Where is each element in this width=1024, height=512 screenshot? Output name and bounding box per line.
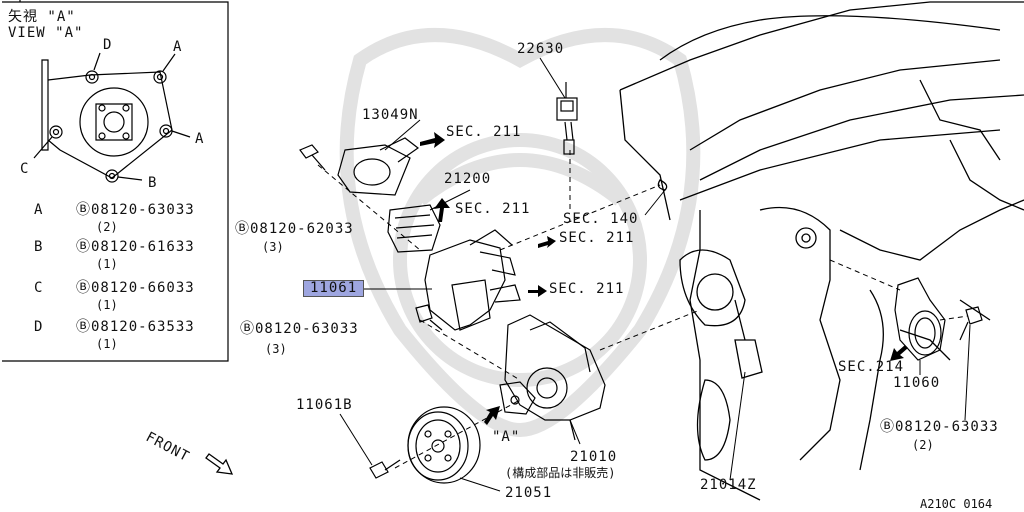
engine-block xyxy=(619,1,1024,501)
legend-part: Ⓑ08120-63033 xyxy=(76,202,195,218)
front-arrow xyxy=(205,453,234,475)
view-title-jp: 矢視 "A" xyxy=(8,9,76,25)
view-title-en: VIEW "A" xyxy=(8,25,84,41)
legend-qty: (1) xyxy=(96,298,118,312)
legend-key: A xyxy=(34,202,44,218)
part-21010[interactable]: 21010 xyxy=(570,449,618,465)
sec-211-a[interactable]: SEC. 211 xyxy=(446,124,522,140)
part-21010-note: (構成部品は非販売) xyxy=(505,466,616,480)
leader-lines xyxy=(339,57,971,492)
legend-key: C xyxy=(34,280,44,296)
part-11060[interactable]: 11060 xyxy=(893,375,941,391)
bolt-08120-62033[interactable]: Ⓑ08120-62033 xyxy=(235,221,354,237)
part-13049n[interactable]: 13049N xyxy=(362,107,419,123)
bolts xyxy=(299,144,983,479)
view-a-inset xyxy=(2,0,229,362)
part-21051[interactable]: 21051 xyxy=(505,485,553,501)
part-11061-highlighted[interactable]: 11061 xyxy=(303,280,365,297)
legend-qty: (1) xyxy=(96,257,118,271)
bolt-08120-63033-a[interactable]: Ⓑ08120-63033 xyxy=(240,321,359,337)
pulley-21051 xyxy=(407,406,481,484)
callout-a-top: A xyxy=(173,39,183,55)
assembly-lines xyxy=(317,150,969,469)
bolt-qty-2: (3) xyxy=(265,342,287,356)
sec-140[interactable]: SEC. 140 xyxy=(563,211,639,227)
callout-b: B xyxy=(148,175,158,191)
callout-d: D xyxy=(103,37,113,53)
sensor-22630 xyxy=(556,82,578,155)
bolt-qty-1: (3) xyxy=(262,240,284,254)
part-22630[interactable]: 22630 xyxy=(517,41,565,57)
watermark-emblem xyxy=(339,28,701,438)
callout-c: C xyxy=(20,161,30,177)
sec-211-b[interactable]: SEC. 211 xyxy=(455,201,531,217)
legend-part: Ⓑ08120-61633 xyxy=(76,239,195,255)
sec-211-d[interactable]: SEC. 211 xyxy=(549,281,625,297)
part-21014z[interactable]: 21014Z xyxy=(700,477,757,493)
thermostat-21200 xyxy=(387,204,441,253)
part-11061b[interactable]: 11061B xyxy=(296,397,353,413)
callout-a-right: A xyxy=(195,131,205,147)
direction-arrows xyxy=(420,132,908,425)
bolt-08120-63033-b[interactable]: Ⓑ08120-63033 xyxy=(880,419,999,435)
drawing-code: A210C 0164 xyxy=(920,497,993,511)
water-pump-21010 xyxy=(499,314,606,441)
elbow-11060 xyxy=(894,277,946,361)
part-21200[interactable]: 21200 xyxy=(444,171,492,187)
bolt-qty-3: (2) xyxy=(912,438,934,452)
legend-qty: (2) xyxy=(96,220,118,234)
water-inlet-11061 xyxy=(424,229,521,331)
legend-part: Ⓑ08120-63533 xyxy=(76,319,195,335)
legend-part: Ⓑ08120-66033 xyxy=(76,280,195,296)
sec-214[interactable]: SEC.214 xyxy=(838,359,905,375)
legend-key: B xyxy=(34,239,44,255)
legend-qty: (1) xyxy=(96,337,118,351)
sec-211-c[interactable]: SEC. 211 xyxy=(559,230,635,246)
view-a-marker: "A" xyxy=(492,429,521,445)
legend-key: D xyxy=(34,319,44,335)
